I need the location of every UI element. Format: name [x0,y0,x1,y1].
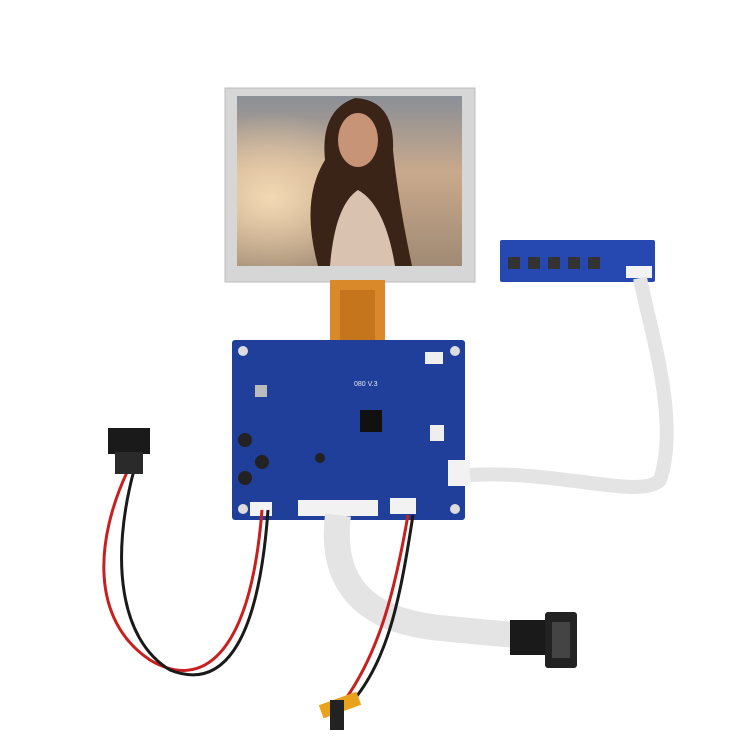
driver-board: 080 V.3 [232,340,470,520]
main-chip [360,410,382,432]
keypad-ribbon-cable [469,276,674,494]
av-wire-black [350,514,415,703]
screen-image-woman [310,98,412,266]
lcd-panel [224,87,476,283]
rca-av-connector [318,691,362,730]
power-wire-black [120,469,270,677]
av-wire-red [343,514,410,701]
keypad-board [500,240,655,282]
board-label: 080 V.3 [354,381,378,388]
power-wire-red [102,469,264,672]
dc-power-jack [108,428,150,474]
vga-ribbon-cable [323,513,521,648]
vga-connector [510,612,577,668]
